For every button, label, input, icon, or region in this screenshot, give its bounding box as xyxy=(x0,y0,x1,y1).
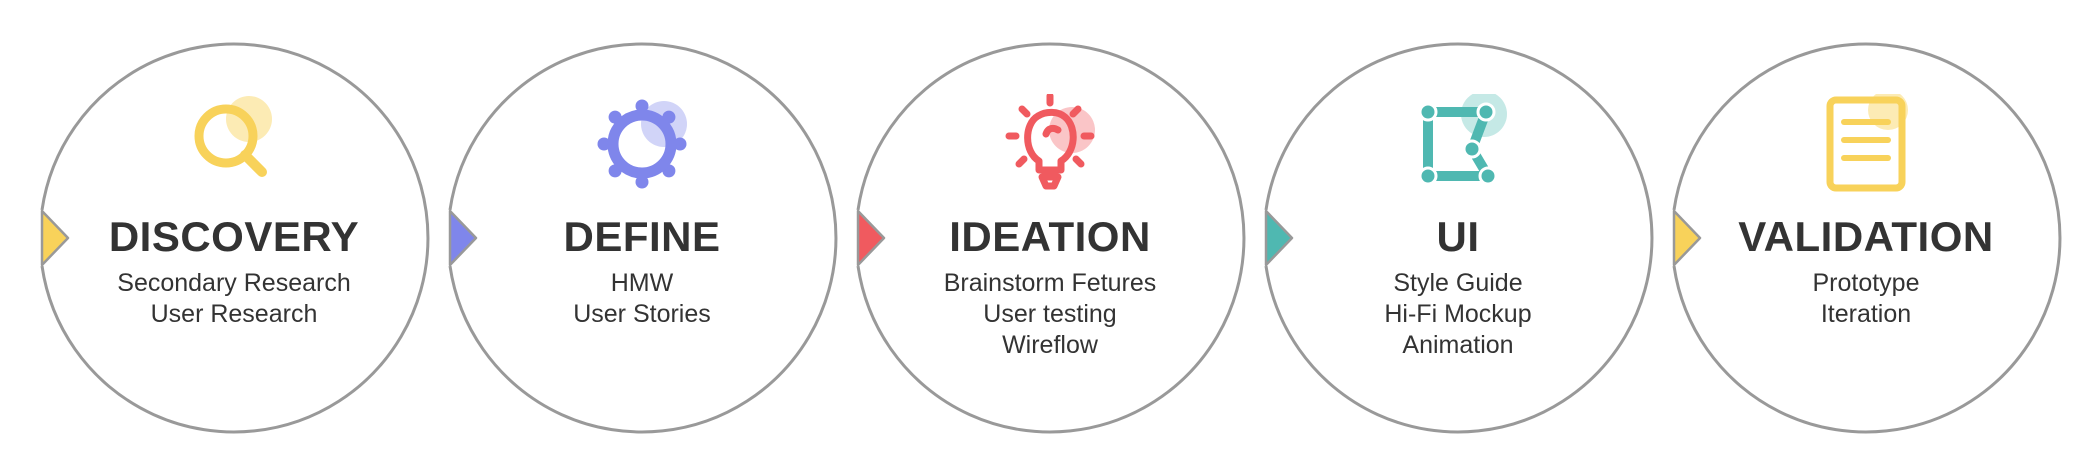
stage-discovery: DISCOVERY Secondary Research User Resear… xyxy=(40,36,428,424)
stage-items: Prototype Iteration xyxy=(1672,268,2060,330)
stage-title: IDEATION xyxy=(949,213,1151,260)
stage-ui: UI Style Guide Hi-Fi Mockup Animation xyxy=(1264,36,1652,424)
magnifier-icon xyxy=(184,94,284,194)
stage-item: Iteration xyxy=(1820,300,1912,328)
gear-icon xyxy=(592,94,692,194)
vector-path-icon xyxy=(1408,94,1508,194)
stage-ideation: IDEATION Brainstorm Fetures User testing… xyxy=(856,36,1244,424)
stage-items: Brainstorm Fetures User testing Wireflow xyxy=(856,268,1244,361)
stage-item: Wireflow xyxy=(1002,331,1098,359)
document-icon xyxy=(1816,94,1916,194)
stage-item: Animation xyxy=(1402,331,1514,359)
stage-items: Style Guide Hi-Fi Mockup Animation xyxy=(1264,268,1652,361)
stage-title: VALIDATION xyxy=(1738,213,1994,260)
stage-validation: VALIDATION Prototype Iteration xyxy=(1672,36,2060,424)
stage-items: Secondary Research User Research xyxy=(40,268,428,330)
stage-item: Prototype xyxy=(1812,269,1920,297)
lightbulb-icon xyxy=(1000,94,1100,194)
stage-title: UI xyxy=(1436,213,1480,260)
stage-item: Hi-Fi Mockup xyxy=(1384,300,1532,328)
stage-item: User Research xyxy=(150,300,318,328)
stage-item: User testing xyxy=(983,300,1117,328)
stage-define: DEFINE HMW User Stories xyxy=(448,36,836,424)
stage-item: Style Guide xyxy=(1393,269,1523,297)
stage-title: DISCOVERY xyxy=(108,213,360,260)
stage-items: HMW User Stories xyxy=(448,268,836,330)
stage-item: User Stories xyxy=(573,300,711,328)
stage-title: DEFINE xyxy=(563,213,721,260)
stage-item: HMW xyxy=(610,269,674,297)
stage-item: Secondary Research xyxy=(117,269,351,297)
stage-item: Brainstorm Fetures xyxy=(943,269,1157,297)
